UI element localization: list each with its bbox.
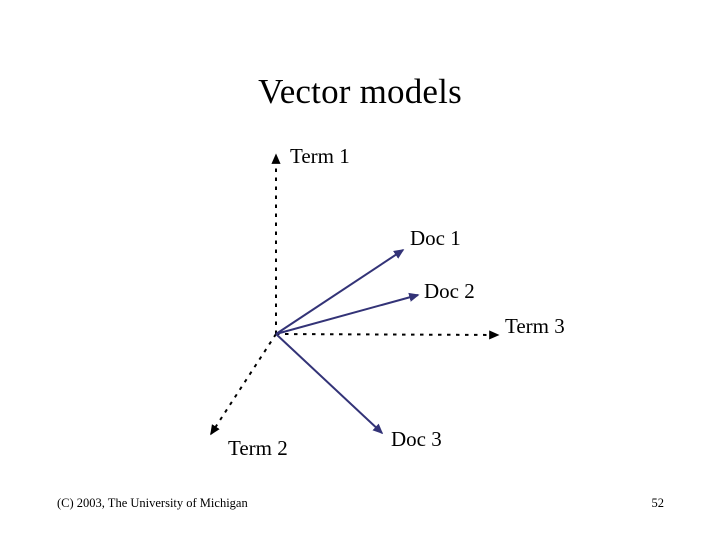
axes-group [210, 153, 500, 436]
axis-label-term-3: Term 3 [505, 314, 565, 338]
vectors-group [275, 249, 420, 435]
vector-line-doc-1 [275, 249, 405, 335]
vector-label-doc-1: Doc 1 [410, 226, 461, 250]
copyright-footer: (C) 2003, The University of Michigan [57, 496, 248, 510]
axis-label-term-2: Term 2 [228, 436, 288, 460]
axis-line-term-2 [210, 333, 277, 436]
axis-label-term-1: Term 1 [290, 144, 350, 168]
axis-line-term-3 [275, 330, 500, 340]
vector-line-doc-3 [275, 333, 384, 435]
page-title: Vector models [258, 72, 462, 111]
vector-line-doc-2 [275, 292, 420, 335]
vector-label-doc-3: Doc 3 [391, 427, 442, 451]
page-number: 52 [651, 496, 665, 510]
vector-label-doc-2: Doc 2 [424, 279, 475, 303]
labels-group: Term 1 Term 3 Term 2 Doc 1 Doc 2 Doc 3 [228, 144, 565, 460]
